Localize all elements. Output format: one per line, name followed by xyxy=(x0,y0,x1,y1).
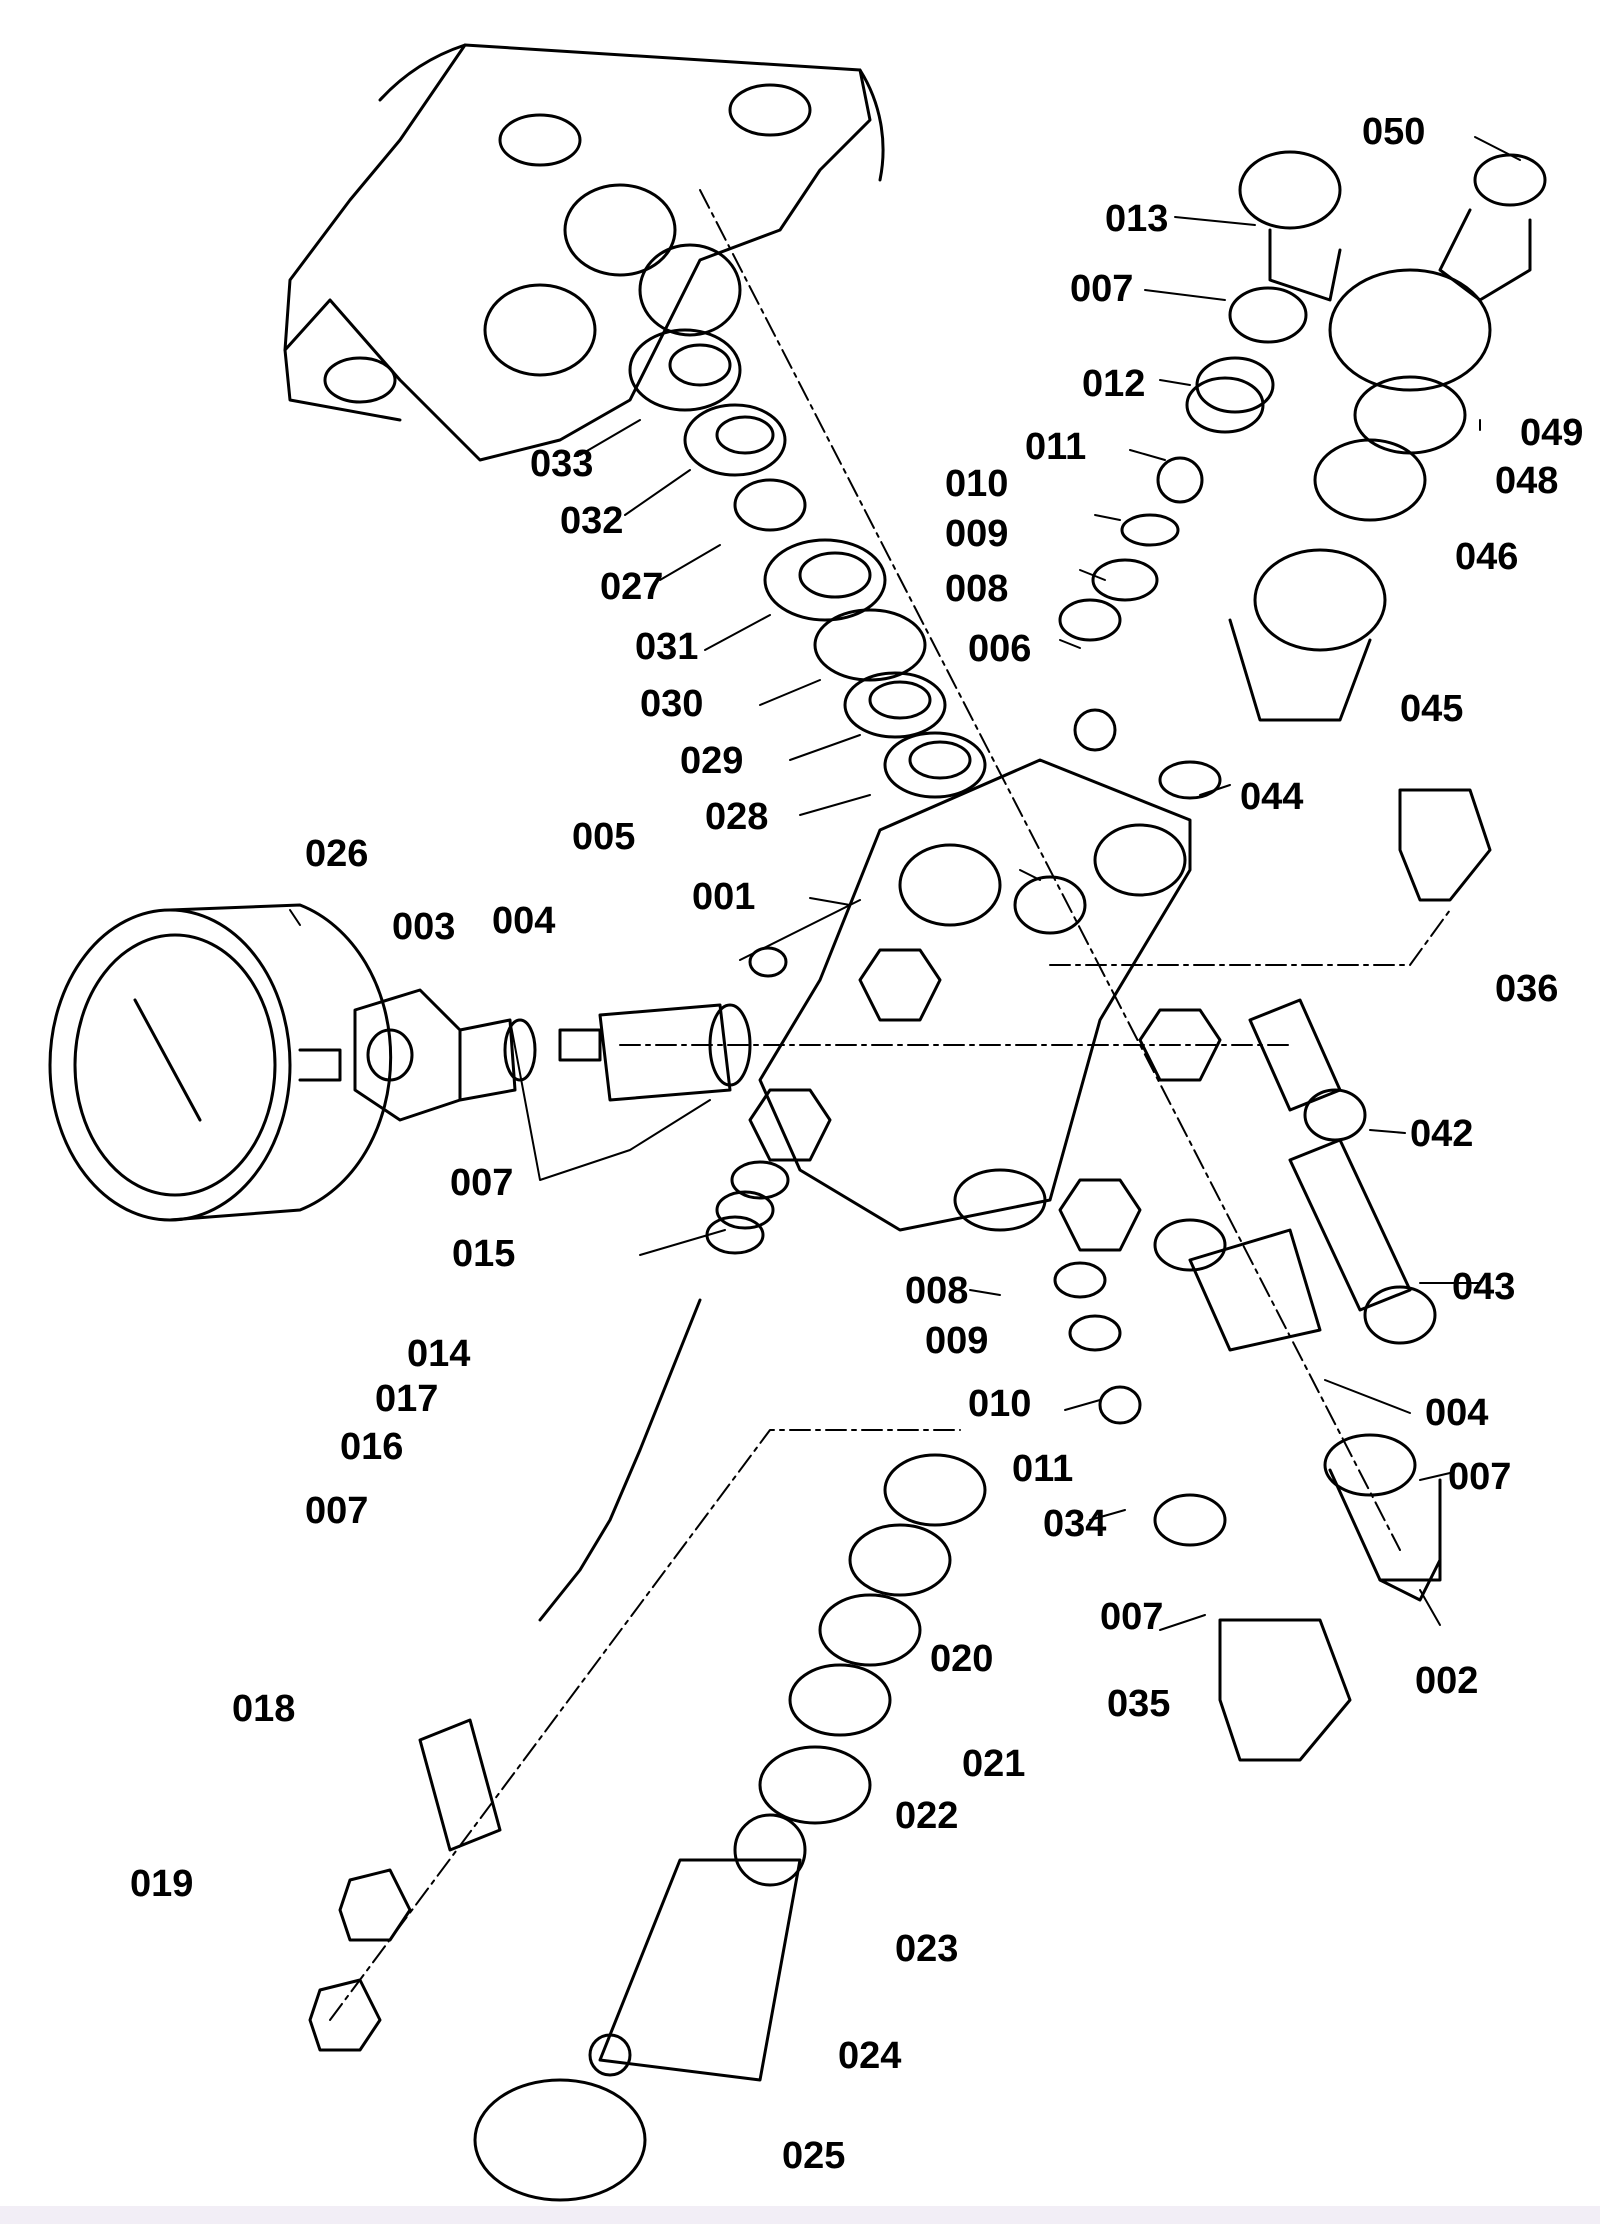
callout-010: 010 xyxy=(968,1383,1032,1425)
callout-007: 007 xyxy=(305,1490,369,1532)
callout-010: 010 xyxy=(945,463,1009,505)
callout-005: 005 xyxy=(572,816,636,858)
callout-048: 048 xyxy=(1495,460,1559,502)
callout-006: 006 xyxy=(968,628,1032,670)
callout-007: 007 xyxy=(1100,1596,1164,1638)
center-lines xyxy=(329,189,1451,2021)
callout-004: 004 xyxy=(492,900,556,942)
callout-049: 049 xyxy=(1520,412,1584,454)
pressure-gauge xyxy=(48,903,393,1222)
callout-022: 022 xyxy=(895,1795,959,1837)
callout-023: 023 xyxy=(895,1928,959,1970)
callout-019: 019 xyxy=(130,1863,194,1905)
callout-024: 024 xyxy=(838,2035,902,2077)
callout-021: 021 xyxy=(962,1743,1026,1785)
spring-and-knob xyxy=(473,1453,987,2202)
callout-033: 033 xyxy=(530,443,594,485)
callout-011: 011 xyxy=(1025,426,1087,468)
callout-036: 036 xyxy=(1495,968,1559,1010)
callout-011: 011 xyxy=(1012,1448,1074,1490)
manifold-body xyxy=(748,758,1222,1252)
callout-020: 020 xyxy=(930,1638,994,1680)
seal-stack xyxy=(628,328,987,799)
bottom-strip xyxy=(0,2206,1600,2224)
lower-right-parts xyxy=(1053,1218,1442,1762)
callout-050: 050 xyxy=(1362,111,1426,153)
callout-028: 028 xyxy=(705,796,769,838)
callout-016: 016 xyxy=(340,1426,404,1468)
callout-008: 008 xyxy=(945,568,1009,610)
callout-009: 009 xyxy=(945,513,1009,555)
callout-008: 008 xyxy=(905,1270,969,1312)
callout-014: 014 xyxy=(407,1333,471,1375)
leader-lines xyxy=(289,136,1521,1631)
bolts xyxy=(1248,998,1437,1345)
gauge-fitting-and-valve xyxy=(353,946,788,1122)
callout-007: 007 xyxy=(1070,268,1134,310)
callout-044: 044 xyxy=(1240,776,1304,818)
callout-025: 025 xyxy=(782,2135,846,2177)
callout-043: 043 xyxy=(1452,1266,1516,1308)
callout-017: 017 xyxy=(375,1378,439,1420)
callout-015: 015 xyxy=(452,1233,516,1275)
callout-042: 042 xyxy=(1410,1113,1474,1155)
callout-002: 002 xyxy=(1415,1660,1479,1702)
callout-034: 034 xyxy=(1043,1503,1107,1545)
callout-007: 007 xyxy=(1448,1456,1512,1498)
callout-027: 027 xyxy=(600,566,664,608)
callout-018: 018 xyxy=(232,1688,296,1730)
callout-001: 001 xyxy=(692,876,756,918)
callout-026: 026 xyxy=(305,833,369,875)
pilot-assembly xyxy=(308,1160,790,2052)
callout-012: 012 xyxy=(1082,363,1146,405)
callout-004: 004 xyxy=(1425,1392,1489,1434)
pump-head-block xyxy=(283,43,885,462)
callout-045: 045 xyxy=(1400,688,1464,730)
callout-030: 030 xyxy=(640,683,704,725)
upper-check-valve-parts xyxy=(1058,150,1342,800)
callout-035: 035 xyxy=(1107,1683,1171,1725)
callout-031: 031 xyxy=(635,626,699,668)
callout-013: 013 xyxy=(1105,198,1169,240)
callout-007: 007 xyxy=(450,1162,514,1204)
callout-029: 029 xyxy=(680,740,744,782)
callout-003: 003 xyxy=(392,906,456,948)
callout-032: 032 xyxy=(560,500,624,542)
callout-009: 009 xyxy=(925,1320,989,1362)
callout-046: 046 xyxy=(1455,536,1519,578)
